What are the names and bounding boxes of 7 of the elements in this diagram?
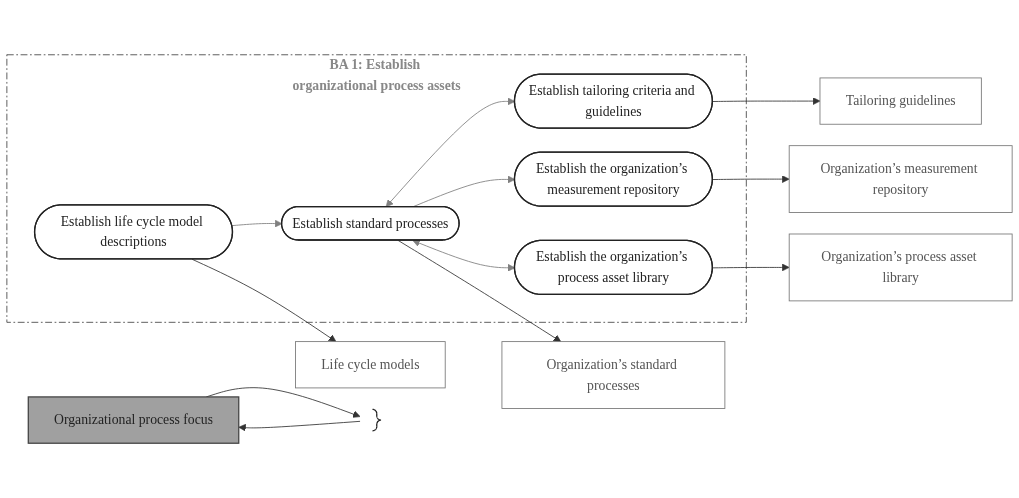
node-box: Organization’s process asset library [788, 233, 1013, 302]
node-box: Organization’s measurement repository [788, 145, 1013, 213]
node-box: Tailoring guidelines [819, 77, 982, 125]
node-box: Organizational process focus [27, 396, 240, 444]
node-box: Life cycle models [295, 341, 446, 389]
node-box: Organization’s standard processes [501, 341, 726, 409]
node-brace [371, 408, 382, 432]
